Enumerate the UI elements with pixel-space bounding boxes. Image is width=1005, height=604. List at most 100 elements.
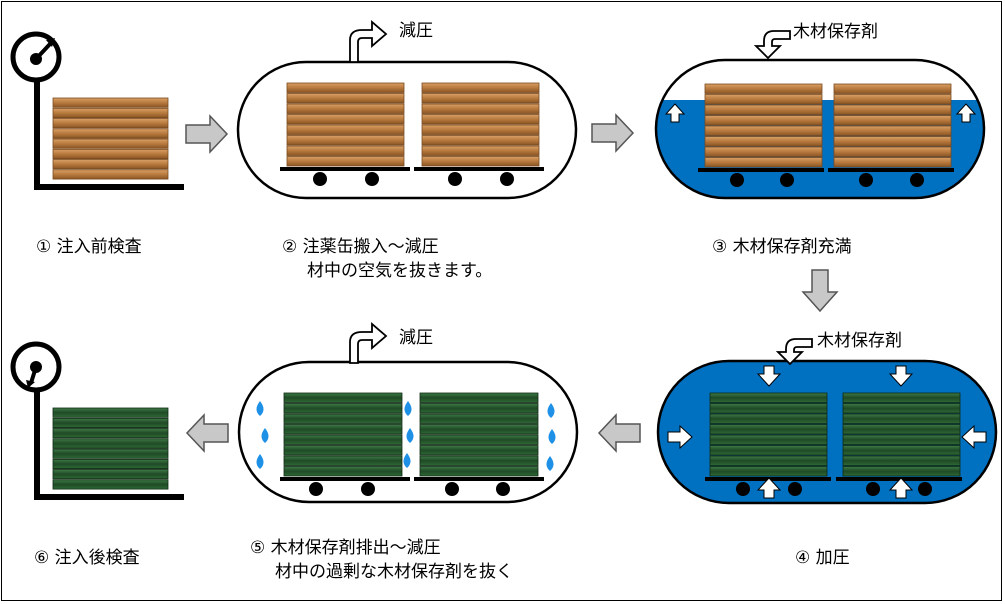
plank [419,455,539,466]
plank [709,424,828,435]
step2-subtitle: 材中の空気を抜きます。 [307,261,493,281]
plank [709,466,828,477]
label-decompress-2: 減圧 [399,21,433,41]
plank [286,82,405,93]
wood-stack-tank3-left [704,83,823,168]
plank [842,434,961,445]
plank [709,434,828,445]
plank [704,83,823,94]
plank [419,424,539,435]
cart-tank5 [280,477,544,496]
plank [421,135,540,146]
pressure-arrow-top-right [888,365,914,387]
plank [842,392,961,403]
plank [419,434,539,445]
plank [842,413,961,424]
cart-tank3 [698,168,954,187]
exhaust-arrow-5 [349,322,388,364]
plank [419,413,539,424]
level-arrow-left [664,103,686,123]
plank [842,403,961,414]
plank [704,136,823,147]
plank [419,403,539,414]
wood-stack-tank2-right [421,82,540,167]
level-arrow-right [955,103,977,123]
plank [283,445,403,456]
droplet [547,403,555,418]
step1-title: ① 注入前検査 [36,237,142,257]
wood-stack-tank4-left [709,392,828,477]
plank [286,103,405,114]
plank [52,469,169,480]
plank [286,93,405,104]
plank [283,455,403,466]
plank [704,157,823,168]
plank [52,169,169,180]
droplets [256,401,556,471]
exhaust-arrow-2 [349,20,388,63]
scale-before [10,31,184,190]
plank [833,83,952,94]
wood-stack-tank5-right [419,392,539,477]
wood-stack-tank4-right [842,392,961,477]
plank [283,392,403,403]
plank [286,124,405,135]
plank [286,114,405,125]
droplet [261,428,269,443]
arrow-left-4 [597,413,641,453]
plank [283,403,403,414]
arrow-left-5 [185,413,229,453]
plank [709,455,828,466]
droplet [256,454,264,469]
step2-title: ② 注薬缶搬入～減圧 [282,237,439,257]
droplet [546,456,554,471]
plank [704,146,823,157]
label-preservative-4: 木材保存剤 [817,331,902,351]
plank [842,424,961,435]
plank [709,413,828,424]
pressure-arrow-left [667,424,693,450]
step4-title: ④ 加圧 [795,548,850,568]
plank [283,466,403,477]
plank [52,458,169,469]
plank [419,445,539,456]
step3-title: ③ 木材保存剤充満 [712,237,852,257]
cart-tank2 [280,167,544,186]
wood-stack-after [52,407,169,490]
plank [52,159,169,170]
plank [833,104,952,115]
arrow-right-2 [591,113,635,153]
plank [709,392,828,403]
wood-stack-before [52,97,169,180]
plank [833,125,952,136]
droplet [406,428,414,443]
droplet [548,429,556,444]
droplet [256,401,264,416]
plank [833,157,952,168]
wood-stack-tank3-right [833,83,952,168]
step6-title: ⑥ 注入後検査 [34,548,140,568]
droplet [403,453,411,468]
arrow-down-3 [801,269,839,313]
inflow-arrow-3 [753,30,791,60]
plank [286,156,405,167]
plank [419,466,539,477]
step5-title: ⑤ 木材保存剤排出～減圧 [250,538,441,558]
label-decompress-5: 減圧 [399,328,433,348]
plank [52,97,169,108]
step5-subtitle: 材中の過剰な木材保存剤を抜く [275,562,513,582]
plank [52,479,169,490]
plank [283,434,403,445]
plank [52,448,169,459]
plank [833,146,952,157]
plank [286,135,405,146]
plank [283,424,403,435]
plank [842,445,961,456]
plank [52,407,169,418]
pressure-arrow-bottom-right [888,477,914,499]
wood-stack-tank2-left [286,82,405,167]
pressure-arrow-right [961,424,987,450]
label-preservative-3: 木材保存剤 [793,22,878,42]
plank [833,94,952,105]
